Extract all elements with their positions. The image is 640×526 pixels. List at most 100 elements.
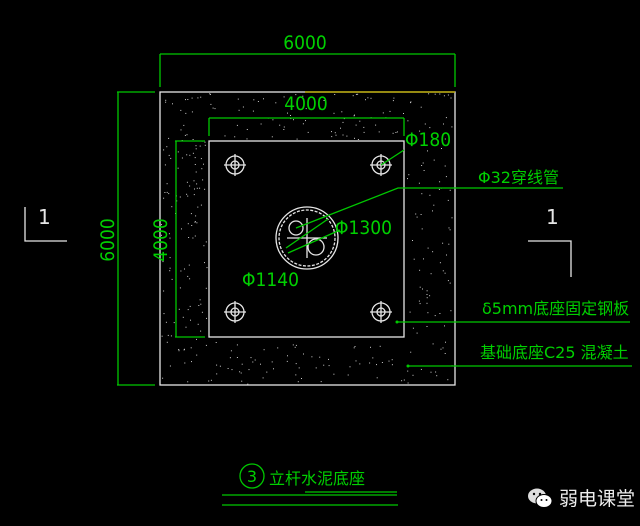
watermark-text: 弱电课堂 [559,488,636,510]
hatch-dot [195,148,197,150]
hatch-dot [193,180,195,182]
hatch-dot [202,179,204,181]
hatch-dot [173,322,175,324]
hatch-dot [391,359,393,361]
hatch-dot [179,196,181,198]
hatch-dot [241,363,243,365]
hatch-dot [439,181,441,183]
hatch-dot [187,275,189,277]
hatch-dot [419,269,421,271]
hatch-dot [190,347,192,349]
hatch-dot [240,372,242,374]
hatch-dot [416,216,418,218]
hatch-dot [370,97,372,99]
hatch-dot [205,287,207,289]
hatch-dot [295,363,297,365]
hatch-dot [409,311,411,313]
hatch-dot [194,157,196,159]
hatch-dot [434,93,436,95]
hatch-dot [164,192,166,193]
hatch-dot [315,367,317,369]
hatch-dot [252,361,254,363]
hatch-dot [333,373,335,375]
hatch-dot [184,134,186,136]
hatch-dot [197,323,199,325]
hatch-dot [427,247,429,249]
hatch-dot [342,134,344,136]
hatch-dot [290,115,291,116]
hatch-dot [195,215,197,217]
hatch-dot [166,341,168,343]
hatch-dot [194,164,196,165]
hatch-dot [355,93,357,95]
hatch-dot [271,136,273,138]
hatch-dot [250,357,252,359]
hatch-dot [392,100,394,102]
hatch-dot [178,308,180,310]
hatch-dot [260,363,261,365]
hatch-dot [443,123,444,125]
hatch-dot [192,237,194,239]
hatch-dot [236,124,238,126]
hatch-dot [444,353,446,354]
hatch-dot [165,101,167,103]
section-mark-right: 1 [528,205,572,277]
hatch-dot [413,258,415,260]
hatch-dot [432,210,433,212]
hatch-dot [302,95,304,97]
hatch-dot [187,195,189,197]
hatch-dot [247,383,249,385]
hatch-dot [449,189,451,191]
hatch-dot [416,332,418,334]
hatch-dot [296,138,298,140]
hatch-dot [427,150,428,152]
hatch-dot [403,113,404,114]
hatch-dot [445,341,446,343]
hatch-dot [167,334,169,336]
hatch-dot [200,204,202,206]
hatch-dot [214,108,216,110]
hatch-dot [410,101,412,103]
hatch-dot [451,217,453,219]
hatch-dot [420,214,422,215]
hatch-dot [263,98,264,100]
hatch-dot [418,182,420,184]
hatch-dot [419,130,421,132]
hatch-dot [311,356,313,358]
hatch-dot [231,369,233,371]
hatch-dot [205,344,207,346]
hatch-dot [162,261,164,263]
hatch-dot [407,120,409,122]
hatch-dot [197,206,199,208]
hatch-dot [185,99,186,101]
hatch-dot [307,131,309,133]
hatch-dot [439,262,441,264]
inner-ring-label: Φ1140 [242,269,299,291]
outer-ring-label: Φ1300 [335,217,392,239]
hatch-dot [305,120,306,122]
hatch-dot [186,181,188,183]
hatch-dot [168,233,170,235]
hatch-dot [184,348,185,350]
hatch-dot [328,358,329,360]
hatch-dot [163,313,165,315]
hatch-dot [204,188,206,190]
hatch-dot [194,188,195,190]
hatch-dot [178,350,180,352]
hatch-dot [197,97,199,99]
hatch-dot [193,194,195,196]
hatch-dot [257,101,259,102]
hatch-dot [210,93,211,95]
hatch-dot [441,148,442,149]
hatch-dot [189,154,191,156]
hatch-dot [388,360,390,362]
hatch-dot [260,123,262,125]
hatch-dot [190,319,191,321]
hatch-dot [392,132,394,134]
hatch-dot [273,368,274,370]
hatch-dot [246,129,248,130]
hatch-dot [170,335,172,337]
hatch-dot [439,313,441,314]
hatch-dot [420,106,422,108]
hatch-dot [171,206,173,208]
